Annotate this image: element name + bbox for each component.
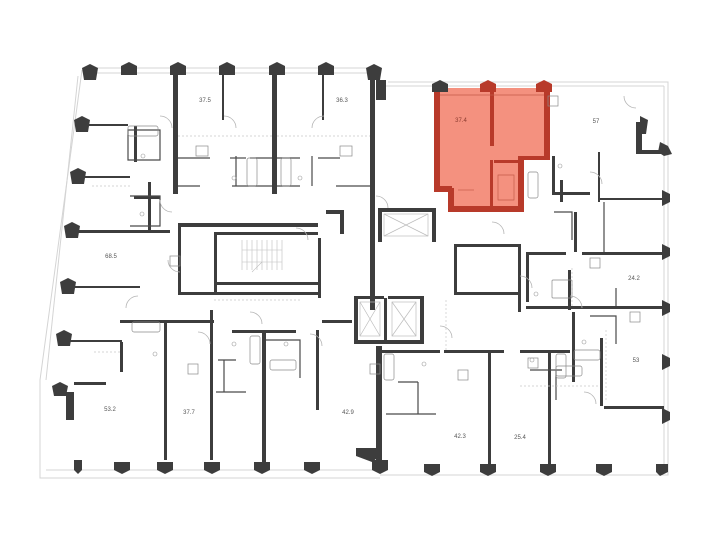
area-label-42-9: 42.9: [342, 410, 354, 416]
apartment-53[interactable]: [572, 308, 662, 464]
apartment-42-9[interactable]: [266, 322, 376, 464]
area-label-53-2: 53.2: [104, 407, 116, 413]
area-label-57: 57: [592, 119, 600, 125]
apartment-25-4[interactable]: [491, 346, 549, 466]
area-label-68-5: 68.5: [105, 254, 117, 260]
apartment-37-4-selected[interactable]: [436, 88, 548, 210]
apartment-57[interactable]: [550, 88, 662, 254]
apartment-42-3[interactable]: [382, 346, 488, 466]
area-label-53: 53: [632, 358, 640, 364]
apartment-68-5[interactable]: [72, 120, 176, 286]
highlighted-apartment-shape: [432, 80, 552, 212]
area-label-36-3: 36.3: [336, 98, 348, 104]
apartment-37-5[interactable]: [178, 72, 272, 192]
area-label-37-7: 37.7: [183, 410, 195, 416]
area-label-37-4: 37.4: [455, 118, 467, 124]
apartment-24-2[interactable]: [526, 254, 662, 308]
apartment-36-3[interactable]: [277, 72, 371, 192]
apartment-37-7[interactable]: [166, 322, 262, 464]
area-label-24-2: 24.2: [628, 276, 640, 282]
area-label-37-5: 37.5: [199, 98, 211, 104]
apartment-53-2[interactable]: [52, 288, 164, 464]
area-label-42-3: 42.3: [454, 434, 466, 440]
area-label-25-4: 25.4: [514, 435, 526, 441]
